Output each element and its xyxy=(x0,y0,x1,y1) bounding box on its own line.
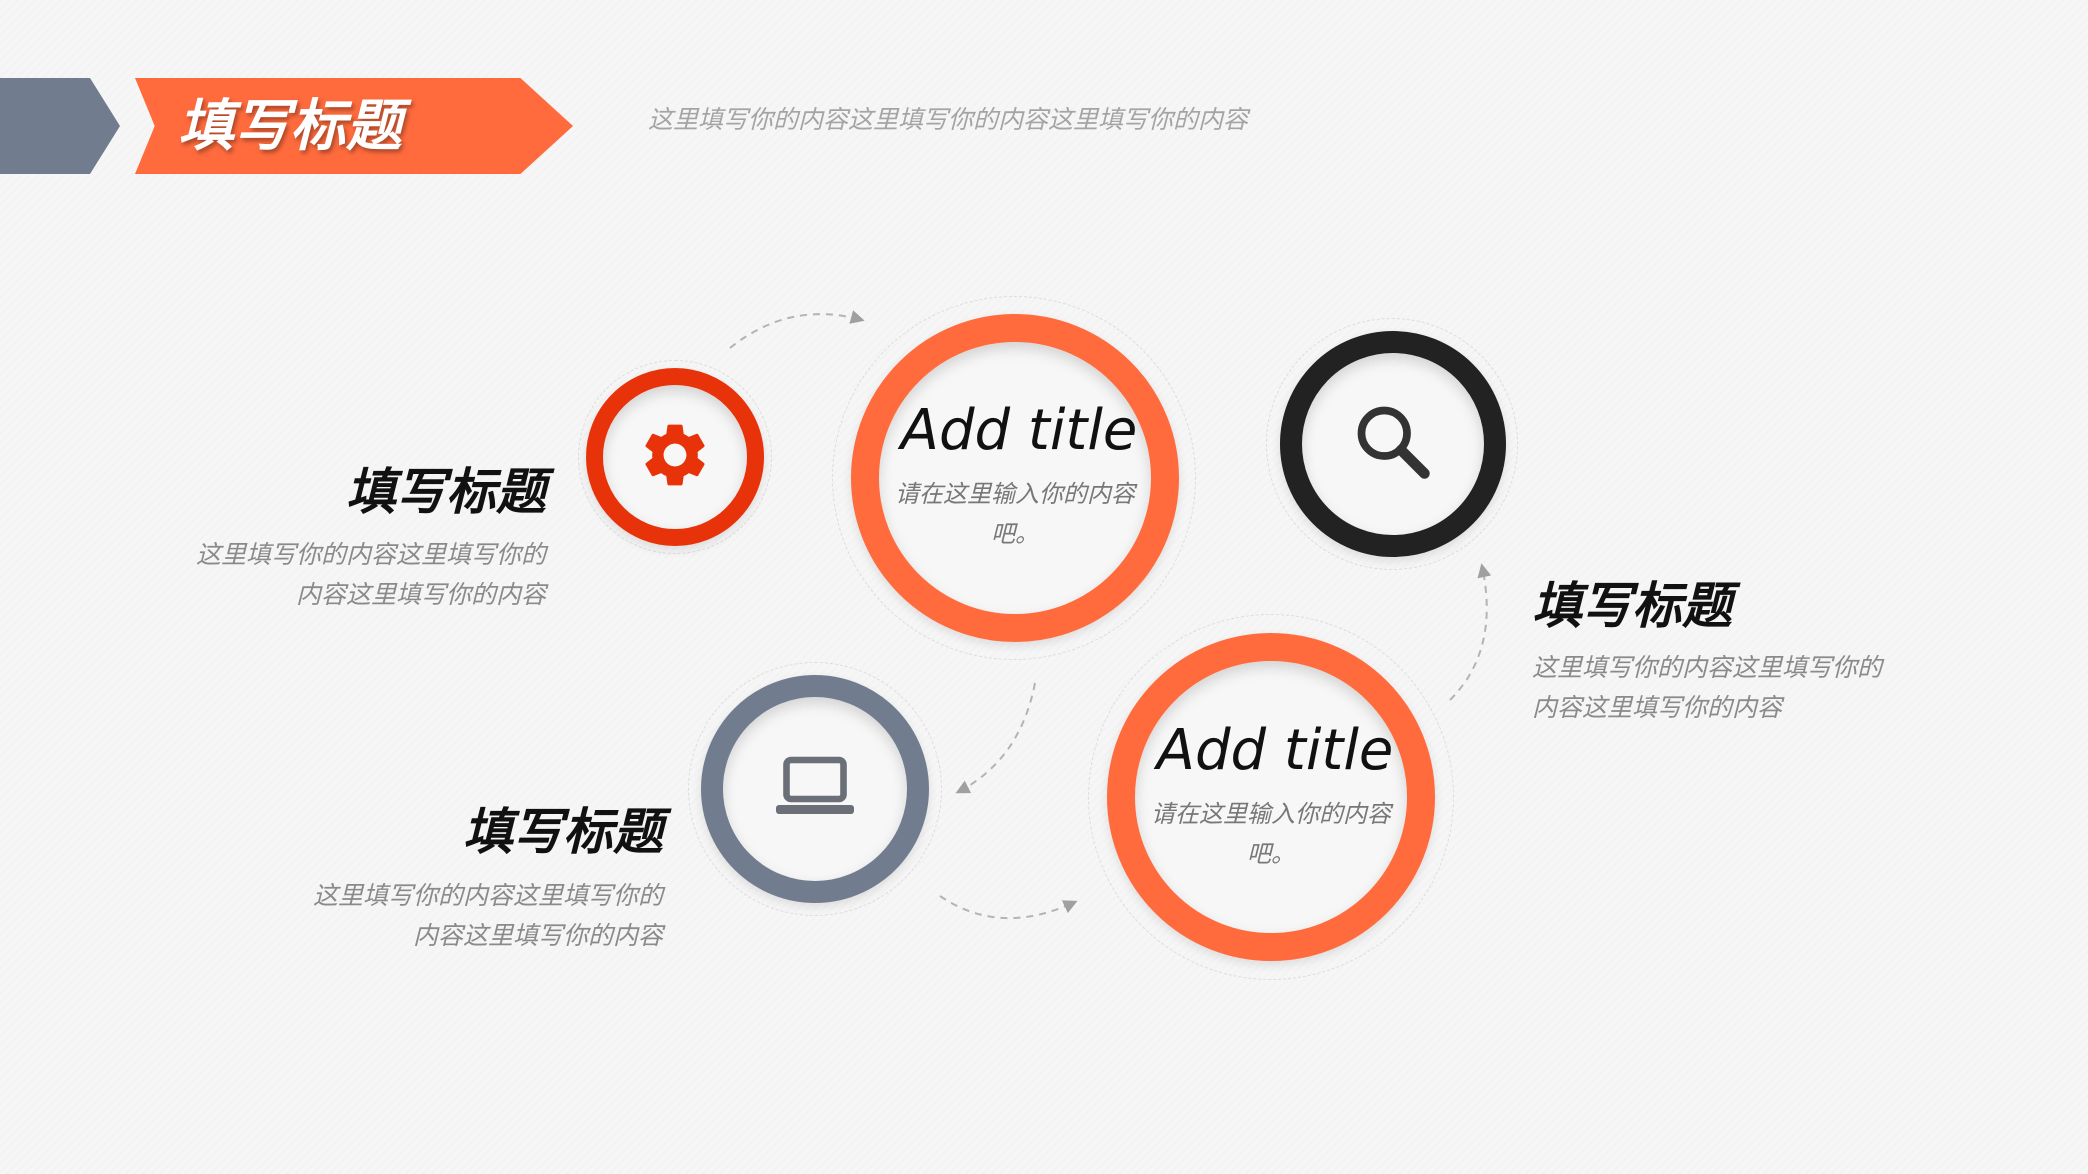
bottom-center-node-halo xyxy=(1088,614,1454,980)
top-center-body: 请在这里输入你的内容 吧。 xyxy=(895,480,1135,548)
top-center-node-halo xyxy=(832,296,1196,660)
search-icon xyxy=(1351,400,1435,488)
right-label-body: 这里填写你的内容这里填写你的 内容这里填写你的内容 xyxy=(1532,653,1883,722)
arrow-top-to-laptop xyxy=(955,682,1036,794)
search-node-halo xyxy=(1266,318,1518,570)
gear-node-halo xyxy=(578,360,772,554)
laptop-icon xyxy=(773,751,857,827)
gear-icon xyxy=(637,417,713,497)
page-title: 填写标题 xyxy=(178,94,402,159)
left-top-label-body: 这里填写你的内容这里填写你的 内容这里填写你的内容 xyxy=(195,540,546,609)
bottom-center-title: Add title xyxy=(1156,718,1394,783)
laptop-node xyxy=(701,675,929,903)
banner-orange-ribbon xyxy=(135,78,573,174)
right-label-title: 填写标题 xyxy=(1532,577,1732,635)
banner-gray-chevron xyxy=(0,78,120,174)
laptop-node-halo xyxy=(688,662,942,916)
page-subtitle: 这里填写你的内容这里填写你的内容这里填写你的内容 xyxy=(648,105,1249,134)
top-center-title: Add title xyxy=(900,398,1138,463)
arrow-laptop-to-bottom xyxy=(939,895,1078,920)
arrow-gear-to-top xyxy=(729,310,865,349)
bottom-center-body: 请在这里输入你的内容 吧。 xyxy=(1151,800,1391,868)
left-bottom-label-title: 填写标题 xyxy=(463,803,663,861)
left-bottom-label-body: 这里填写你的内容这里填写你的 内容这里填写你的内容 xyxy=(312,881,663,950)
gear-node xyxy=(586,368,764,546)
search-node xyxy=(1280,331,1506,557)
arrow-bottom-to-search xyxy=(1449,563,1492,701)
left-top-label-title: 填写标题 xyxy=(346,463,546,521)
